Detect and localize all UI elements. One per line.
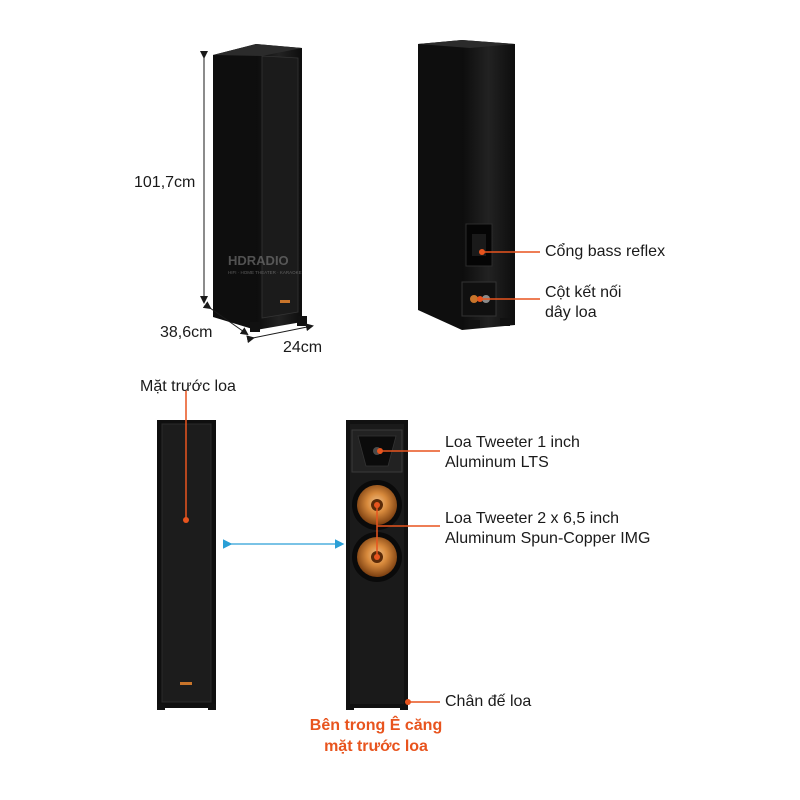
callout-dot-icon [405, 699, 411, 705]
woofer-label-line1: Loa Tweeter 2 x 6,5 inch [445, 510, 620, 527]
depth-dimension-arrow-icon [202, 301, 249, 336]
inside-note-line1: Bên trong Ê căng [309, 717, 443, 734]
callout-dot-icon [374, 502, 380, 508]
speaker-rear-view [418, 40, 515, 330]
terminal-label-line1: Cột kết nối [545, 284, 622, 301]
width-label: 24cm [283, 339, 323, 356]
brand-badge [280, 300, 290, 303]
watermark-tagline: HIFI · HOME THEATER · KARAOKE [228, 270, 302, 275]
front-face-label: Mặt trước loa [140, 378, 236, 395]
width-dimension-arrow-icon [246, 323, 314, 344]
watermark-brand: HDRADIO [228, 253, 289, 268]
terminal-label-line2: dây loa [545, 304, 597, 321]
woofer-label-line2: Aluminum Spun-Copper IMG [445, 530, 651, 547]
tweeter-label-line2: Aluminum LTS [445, 454, 549, 471]
depth-label: 38,6cm [160, 324, 213, 341]
callout-dot-icon [183, 517, 189, 523]
brand-badge [180, 682, 192, 685]
callout-dot-icon [479, 249, 485, 255]
watermark-logo: HDRADIO HIFI · HOME THEATER · KARAOKE [228, 253, 302, 275]
inside-note-line2: mặt trước loa [324, 738, 428, 755]
callout-dot-icon [377, 448, 383, 454]
speaker-angled-view [213, 44, 307, 332]
feet-label: Chân đế loa [445, 693, 532, 710]
callout-dot-icon [374, 554, 380, 560]
tweeter-label-line1: Loa Tweeter 1 inch [445, 434, 580, 451]
bass-reflex-label: Cổng bass reflex [545, 243, 666, 260]
speaker-front-drivers-view [346, 420, 408, 710]
callout-dot-icon [477, 296, 483, 302]
height-label: 101,7cm [134, 174, 196, 191]
speaker-front-grille-view [157, 420, 216, 710]
